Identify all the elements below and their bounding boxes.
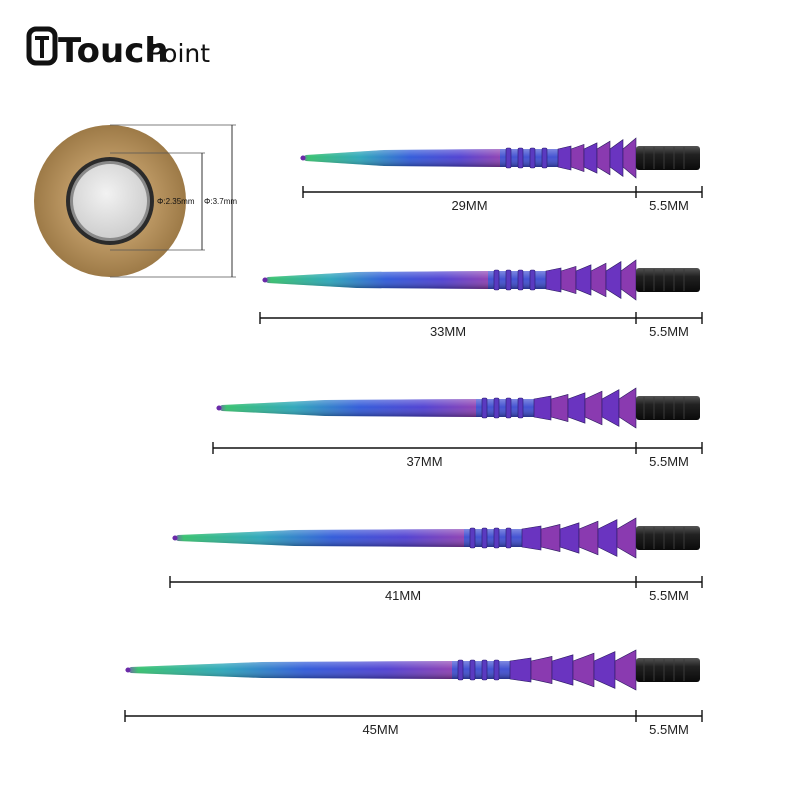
- tip-length-label: 45MM: [362, 722, 398, 737]
- point-base: [636, 146, 700, 170]
- point-grooved-section: [464, 517, 637, 559]
- point-tip: [125, 667, 131, 673]
- dart-point-5: 45MM 5.5MM: [124, 649, 703, 737]
- logo-touch-text: Touch: [58, 31, 169, 71]
- point-grooved-section: [500, 137, 637, 179]
- base-length-label: 5.5MM: [649, 454, 689, 469]
- point-grooved-section: [452, 649, 637, 691]
- base-length-label: 5.5MM: [649, 588, 689, 603]
- brand-logo: Touch Point: [26, 26, 210, 71]
- point-tip: [300, 155, 306, 161]
- tip-length-label: 41MM: [385, 588, 421, 603]
- tip-length-label: 33MM: [430, 324, 466, 339]
- logo-mark-icon: [26, 26, 58, 66]
- length-dimension: 41MM 5.5MM: [169, 576, 703, 603]
- base-length-label: 5.5MM: [649, 324, 689, 339]
- dart-point-1: 29MM 5.5MM: [300, 137, 703, 213]
- point-base: [636, 396, 700, 420]
- dart-point-2: 33MM 5.5MM: [259, 259, 703, 339]
- point-tip: [172, 535, 178, 541]
- inner-diameter-label: Φ:2.35mm: [157, 197, 195, 206]
- point-tip: [262, 277, 268, 283]
- length-dimension: 29MM 5.5MM: [302, 186, 703, 213]
- point-grooved-section: [488, 259, 637, 301]
- point-base: [636, 658, 700, 682]
- length-dimension: 45MM 5.5MM: [124, 710, 703, 737]
- logo-point-text: Point: [148, 39, 210, 68]
- cross-section-diagram: Φ:2.35mm Φ:3.7mm: [34, 124, 237, 278]
- inner-core: [73, 164, 147, 238]
- dart-point-3: 37MM 5.5MM: [212, 387, 703, 469]
- point-tip: [216, 405, 222, 411]
- dart-point-4: 41MM 5.5MM: [169, 517, 703, 603]
- tip-length-label: 29MM: [451, 198, 487, 213]
- length-dimension: 37MM 5.5MM: [212, 442, 703, 469]
- point-grooved-section: [476, 387, 637, 429]
- tip-length-label: 37MM: [406, 454, 442, 469]
- length-dimension: 33MM 5.5MM: [259, 312, 703, 339]
- base-length-label: 5.5MM: [649, 198, 689, 213]
- point-base: [636, 526, 700, 550]
- base-length-label: 5.5MM: [649, 722, 689, 737]
- point-base: [636, 268, 700, 292]
- outer-diameter-label: Φ:3.7mm: [204, 197, 237, 206]
